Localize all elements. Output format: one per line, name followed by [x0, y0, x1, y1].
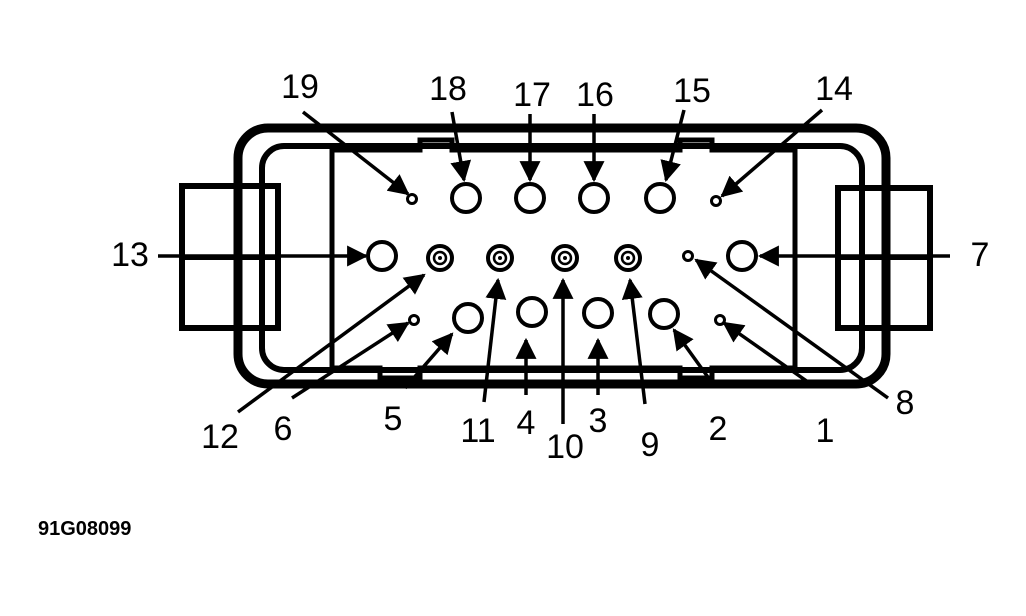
pin-12-label: 12: [201, 418, 239, 456]
pin-1-leader-arrow: [722, 321, 810, 384]
pin-14-small-terminal: [710, 195, 722, 207]
pin-18-leader-arrow: [450, 111, 472, 183]
pin-5-round-terminal: [452, 302, 484, 334]
pin-11-leader-arrow: [482, 277, 507, 403]
pin-4-round-terminal: [516, 296, 548, 328]
pin-12-concentric-terminal: [426, 244, 454, 272]
pin-16-label: 16: [576, 76, 614, 114]
pin-7-label: 7: [971, 236, 990, 274]
pin-17-label: 17: [513, 76, 551, 114]
pin-6-small-terminal: [408, 314, 420, 326]
pin-7-round-terminal: [726, 240, 758, 272]
pin-10-label: 10: [546, 428, 584, 466]
pin-9-concentric-terminal: [614, 244, 642, 272]
pin-15-label: 15: [673, 72, 711, 110]
pin-14-label: 14: [815, 70, 853, 108]
pin-6-label: 6: [274, 410, 293, 448]
pin-19-small-terminal: [406, 193, 418, 205]
pin-2-leader-arrow: [672, 328, 712, 382]
pin-3-round-terminal: [582, 297, 614, 329]
pin-18-label: 18: [429, 70, 467, 108]
pin-16-round-terminal: [578, 182, 610, 214]
figure-reference-code: 91G08099: [38, 518, 132, 540]
pin-cavity: [329, 137, 798, 381]
pin-18-round-terminal: [450, 182, 482, 214]
pin-8-small-terminal: [682, 250, 694, 262]
pin-5-label: 5: [384, 400, 403, 438]
pin-13-label: 13: [111, 236, 149, 274]
pin-1-small-terminal: [714, 314, 726, 326]
pin-2-round-terminal: [648, 298, 680, 330]
pin-11-label: 11: [460, 412, 495, 450]
pin-9-leader-arrow: [621, 277, 647, 405]
pin-19-leader-arrow: [301, 110, 410, 196]
pin-8-leader-arrow: [694, 258, 890, 400]
pin-17-round-terminal: [514, 182, 546, 214]
pin-5-leader-arrow: [403, 332, 454, 390]
pin-14-leader-arrow: [720, 108, 824, 198]
pin-10-concentric-terminal: [551, 244, 579, 272]
pin-12-leader-arrow: [236, 273, 426, 414]
pin-2-label: 2: [709, 410, 728, 448]
pin-6-leader-arrow: [291, 321, 410, 400]
pin-15-round-terminal: [644, 182, 676, 214]
pin-4-label: 4: [517, 404, 536, 442]
pin-3-label: 3: [589, 402, 608, 440]
pin-11-concentric-terminal: [486, 244, 514, 272]
pin-19-label: 19: [281, 68, 319, 106]
pin-8-label: 8: [896, 384, 915, 422]
pin-9-label: 9: [641, 426, 660, 464]
leaders-layer: [158, 108, 950, 424]
pin-13-round-terminal: [366, 240, 398, 272]
pin-15-leader-arrow: [660, 109, 686, 183]
pins-layer: [366, 182, 758, 334]
pin-1-label: 1: [816, 412, 835, 450]
